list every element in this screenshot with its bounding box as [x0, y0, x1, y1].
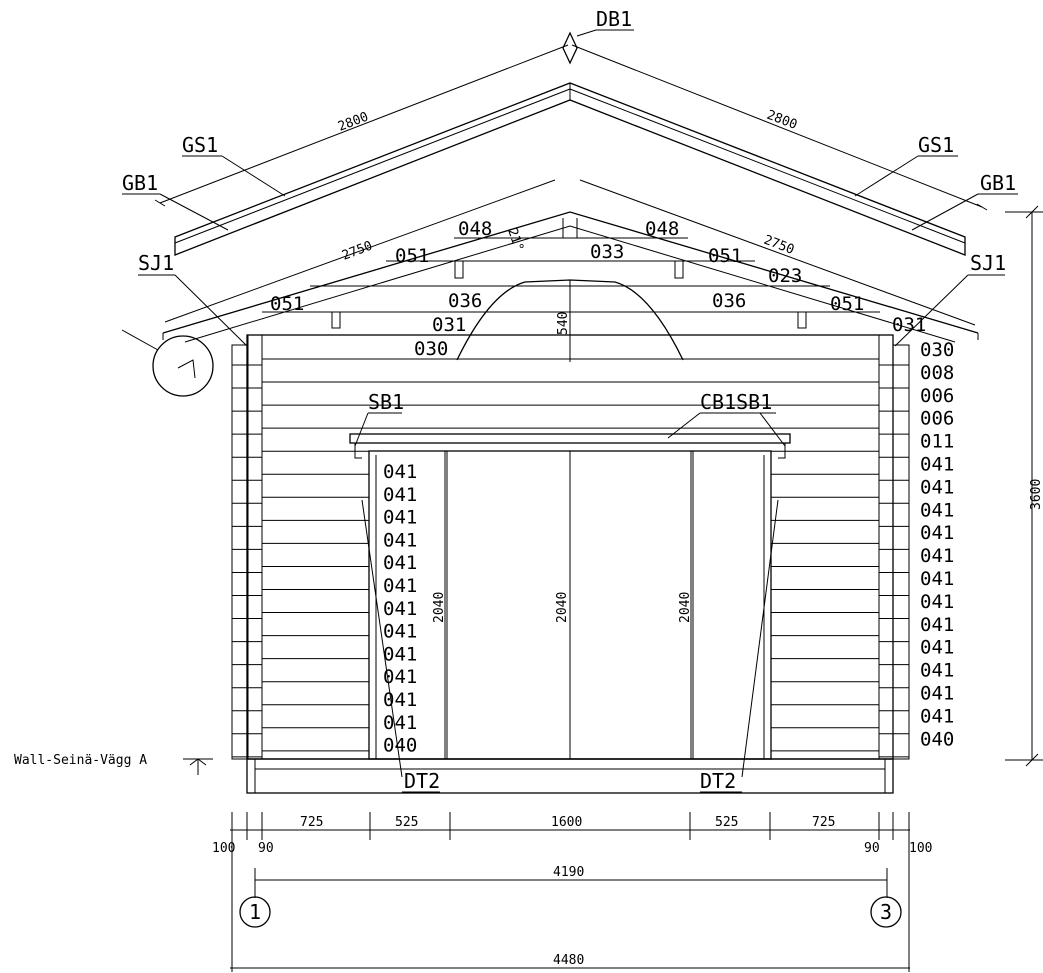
- gable-frame: [162, 211, 979, 343]
- dim-roof-left: 2800: [336, 110, 371, 135]
- right-code: 041: [920, 705, 954, 727]
- left-code: 041: [383, 461, 417, 483]
- label-gs1-left: GS1: [182, 133, 218, 157]
- right-code: 041: [920, 568, 954, 590]
- right-code: 041: [920, 660, 954, 682]
- right-code: 041: [920, 614, 954, 636]
- right-code: 041: [920, 637, 954, 659]
- right-code: 041: [920, 499, 954, 521]
- db1-marker: [562, 29, 634, 65]
- label-sj1-right: SJ1: [970, 251, 1006, 275]
- left-code: 041: [383, 575, 417, 597]
- dim-rafter-left: 2750: [340, 239, 375, 264]
- right-code: 006: [920, 385, 954, 407]
- label-cb1sb1: CB1SB1: [700, 390, 772, 414]
- dim-seg1: 725: [300, 815, 323, 830]
- detail-circle: [121, 329, 214, 397]
- code-036-left: 036: [448, 290, 482, 312]
- left-code: 040: [383, 735, 417, 757]
- dim-gable-height: 540: [556, 312, 571, 335]
- left-code: 041: [383, 484, 417, 506]
- dim-total-height: 3600: [1029, 479, 1043, 510]
- label-gb1-left: GB1: [122, 171, 158, 195]
- dim-roof-right: 2800: [765, 108, 800, 133]
- code-031-left: 031: [432, 314, 466, 336]
- roof-angle: 21°: [504, 226, 526, 253]
- labels: DB1 GS1 GS1 GB1 GB1 SJ1 SJ1 SB1 CB1SB1 D…: [14, 7, 1043, 968]
- left-code: 041: [383, 621, 417, 643]
- right-code: 041: [920, 522, 954, 544]
- bottom-dimensions: [230, 812, 910, 972]
- code-048-right: 048: [645, 218, 679, 240]
- right-code: 041: [920, 683, 954, 705]
- left-code: 041: [383, 666, 417, 688]
- right-code: 030: [920, 339, 954, 361]
- wall-level-marker: [183, 758, 213, 775]
- left-code: 041: [383, 712, 417, 734]
- code-051-c: 051: [270, 293, 304, 315]
- right-code: 040: [920, 728, 954, 750]
- left-code: 041: [383, 598, 417, 620]
- label-gs1-right: GS1: [918, 133, 954, 157]
- label-wall: Wall-Seinä-Vägg A: [14, 753, 147, 768]
- dim-seg3: 1600: [551, 815, 582, 830]
- rafter-dimension-lines: [164, 179, 976, 326]
- code-051-a: 051: [395, 245, 429, 267]
- dim-seg4: 525: [715, 815, 738, 830]
- label-dt2-right: DT2: [700, 769, 736, 793]
- left-code: 041: [383, 529, 417, 551]
- dim-axis-span: 4190: [553, 865, 584, 880]
- right-code: 041: [920, 476, 954, 498]
- code-030-left: 030: [414, 338, 448, 360]
- door-height-dims: [444, 451, 692, 759]
- left-code: 041: [383, 689, 417, 711]
- label-sj1-left: SJ1: [138, 251, 174, 275]
- dim-left-100: 100: [212, 841, 235, 856]
- code-031-right: 031: [892, 314, 926, 336]
- left-code: 041: [383, 507, 417, 529]
- roof-dimension-lines: [154, 44, 988, 211]
- right-code: 008: [920, 362, 954, 384]
- code-051-b: 051: [708, 245, 742, 267]
- code-033: 033: [590, 241, 624, 263]
- right-code: 041: [920, 545, 954, 567]
- right-code: 041: [920, 591, 954, 613]
- dim-door-right: 2040: [678, 592, 693, 623]
- dim-right-90: 90: [864, 841, 880, 856]
- dim-seg2: 525: [395, 815, 418, 830]
- dim-rafter-right: 2750: [762, 233, 797, 258]
- gable-codes: 048 048 033 051 051 051 051 023 036 036 …: [270, 218, 926, 360]
- dim-right-100: 100: [909, 841, 932, 856]
- dim-overall: 4480: [553, 953, 584, 968]
- foundation: [246, 758, 894, 794]
- axis-3: 3: [880, 900, 892, 924]
- right-code: 041: [920, 454, 954, 476]
- roof-boards: [174, 82, 966, 256]
- label-sb1: SB1: [368, 390, 404, 414]
- dim-seg5: 725: [812, 815, 835, 830]
- height-dimension: [1005, 205, 1043, 767]
- label-gb1-right: GB1: [980, 171, 1016, 195]
- code-023: 023: [768, 265, 802, 287]
- dim-door-left: 2040: [432, 592, 447, 623]
- code-036-right: 036: [712, 290, 746, 312]
- label-db1: DB1: [596, 7, 632, 31]
- left-code: 041: [383, 643, 417, 665]
- dim-door-center: 2040: [555, 592, 570, 623]
- dim-left-90: 90: [258, 841, 274, 856]
- right-code: 006: [920, 408, 954, 430]
- label-dt2-left: DT2: [404, 769, 440, 793]
- leader-lines: [122, 155, 1018, 793]
- code-048-left: 048: [458, 218, 492, 240]
- axis-1: 1: [249, 900, 261, 924]
- right-codes: 0300080060060110410410410410410410410410…: [920, 339, 954, 750]
- right-code: 011: [920, 431, 954, 453]
- left-code: 041: [383, 552, 417, 574]
- code-051-d: 051: [830, 293, 864, 315]
